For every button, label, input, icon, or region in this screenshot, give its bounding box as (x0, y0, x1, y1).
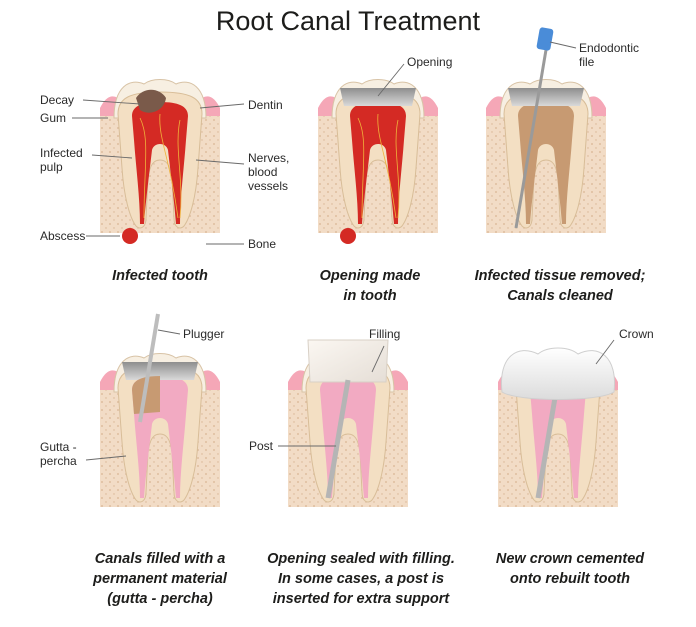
caption-step-2: Opening made in tooth (319, 268, 421, 304)
label-post: Post (249, 439, 274, 453)
file-shaft (514, 37, 550, 229)
abscess-bubble (122, 228, 138, 244)
tooth-crown (497, 347, 619, 508)
label-nerves: Nerves, blood vessels (248, 151, 290, 193)
label-infected-pulp: Infected pulp (40, 146, 83, 174)
diagram-title: Root Canal Treatment (215, 6, 481, 36)
opening-cavity (340, 88, 416, 106)
label-gutta-percha: Gutta - percha (40, 440, 77, 468)
caption-step-6: New crown cemented onto rebuilt tooth (495, 551, 645, 587)
filling-block (307, 339, 389, 383)
label-abscess: Abscess (40, 229, 86, 243)
caption-step-4: Canals filled with a permanent material … (93, 551, 227, 607)
tooth-infected (99, 79, 221, 244)
leader-lines (72, 41, 615, 461)
tooth-gutta-percha (99, 313, 221, 508)
tooth-filling (287, 339, 409, 508)
caption-step-1: Infected tooth (112, 268, 208, 284)
label-decay: Decay (40, 93, 75, 107)
plugger-tool (138, 313, 160, 423)
label-opening: Opening (407, 55, 453, 69)
label-crown: Crown (619, 327, 654, 341)
caption-step-3: Infected tissue removed; Canals cleaned (474, 268, 646, 304)
file-handle (536, 27, 554, 51)
label-plugger: Plugger (183, 327, 225, 341)
label-endodontic-file: Endodontic file (579, 41, 640, 69)
crown-cap (500, 347, 616, 400)
caption-step-5: Opening sealed with filling. In some cas… (267, 551, 455, 607)
tooth-opening (317, 79, 439, 244)
label-filling: Filling (369, 327, 401, 341)
post-rod (325, 379, 351, 499)
label-bone: Bone (248, 237, 277, 251)
label-dentin: Dentin (248, 98, 283, 112)
label-gum: Gum (40, 111, 67, 125)
decay-spot (136, 89, 166, 113)
tooth-cleaned (485, 27, 607, 234)
